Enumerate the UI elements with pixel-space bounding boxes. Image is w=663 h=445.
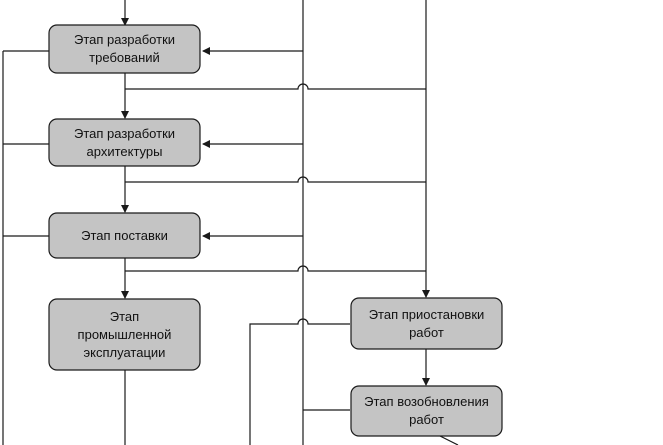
stage-requirements-box[interactable] bbox=[48, 24, 201, 74]
stage-operation-box[interactable] bbox=[48, 298, 201, 371]
line-suspension-left bbox=[249, 318, 350, 445]
tap-requirements-to-suspension bbox=[125, 83, 426, 90]
stage-resumption-box[interactable] bbox=[350, 385, 503, 437]
tap-delivery-to-suspension bbox=[125, 265, 426, 272]
curve-below-resumption bbox=[439, 435, 459, 445]
stage-architecture-box[interactable] bbox=[48, 118, 201, 167]
stage-suspension-box[interactable] bbox=[350, 297, 503, 350]
stage-delivery-box[interactable] bbox=[48, 212, 201, 259]
tap-architecture-to-suspension bbox=[125, 176, 426, 183]
